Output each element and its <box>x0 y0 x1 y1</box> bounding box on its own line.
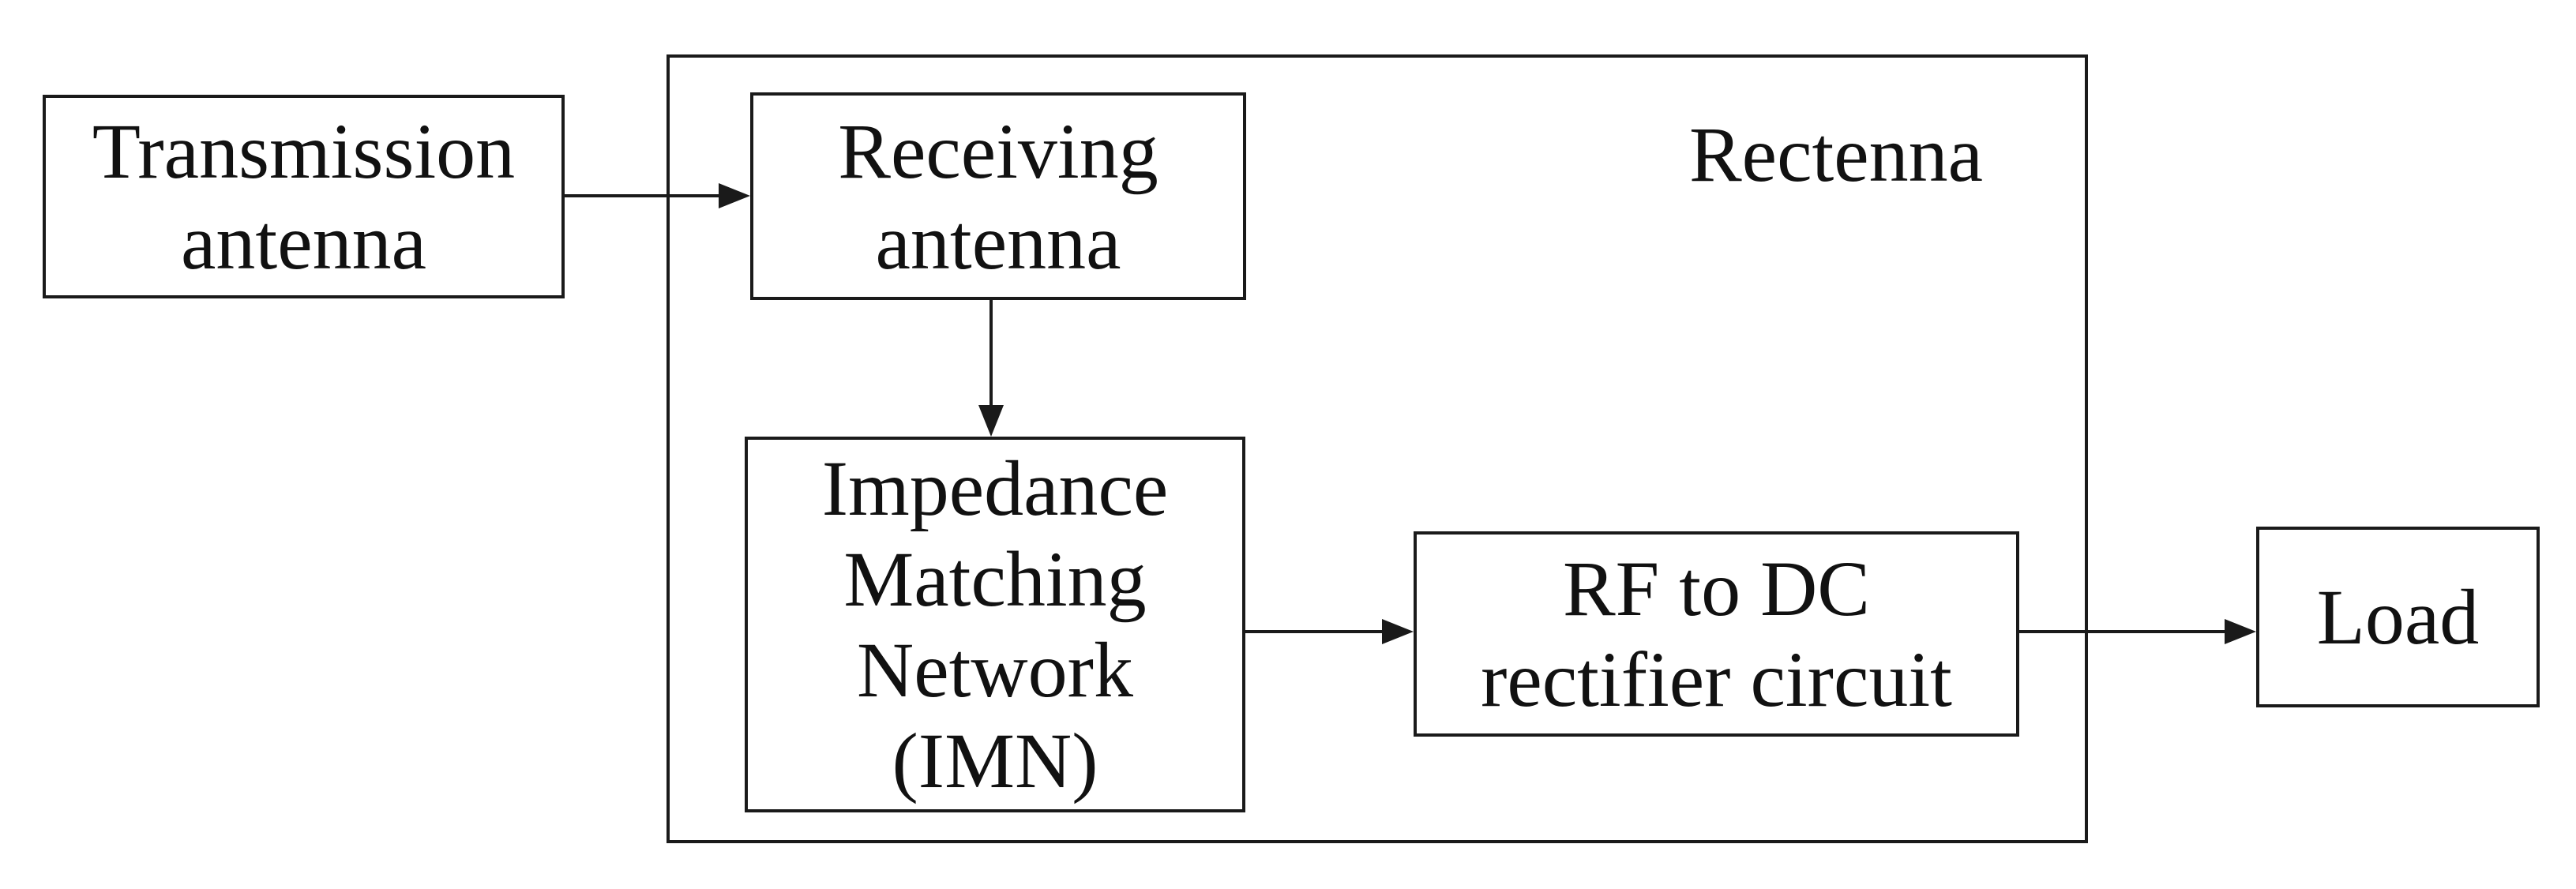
node-label-line: antenna <box>875 197 1121 286</box>
node-label-line: Receiving <box>838 107 1158 195</box>
rectenna-container-label: Rectenna <box>1688 111 1984 198</box>
node-label-line: RF to DC <box>1562 545 1870 632</box>
node-label-line: (IMN) <box>892 717 1098 805</box>
node-label-line: Transmission <box>92 107 516 195</box>
node-label-line: antenna <box>181 198 426 286</box>
node-load: Load <box>2256 527 2540 707</box>
node-receiving-antenna: Receiving antenna <box>750 92 1246 300</box>
node-label-line: Impedance <box>821 444 1169 532</box>
node-label-line: Network <box>857 626 1133 714</box>
node-impedance-matching-network: Impedance Matching Network (IMN) <box>745 437 1245 812</box>
arrowhead-rectifier-to-load <box>2225 619 2256 644</box>
node-rf-to-dc-rectifier-circuit: RF to DC rectifier circuit <box>1414 531 2019 737</box>
node-label-line: Matching <box>843 535 1147 623</box>
node-label-line: Load <box>2316 573 2480 661</box>
node-label-line: rectifier circuit <box>1481 636 1952 723</box>
node-transmission-antenna: Transmission antenna <box>43 95 565 298</box>
